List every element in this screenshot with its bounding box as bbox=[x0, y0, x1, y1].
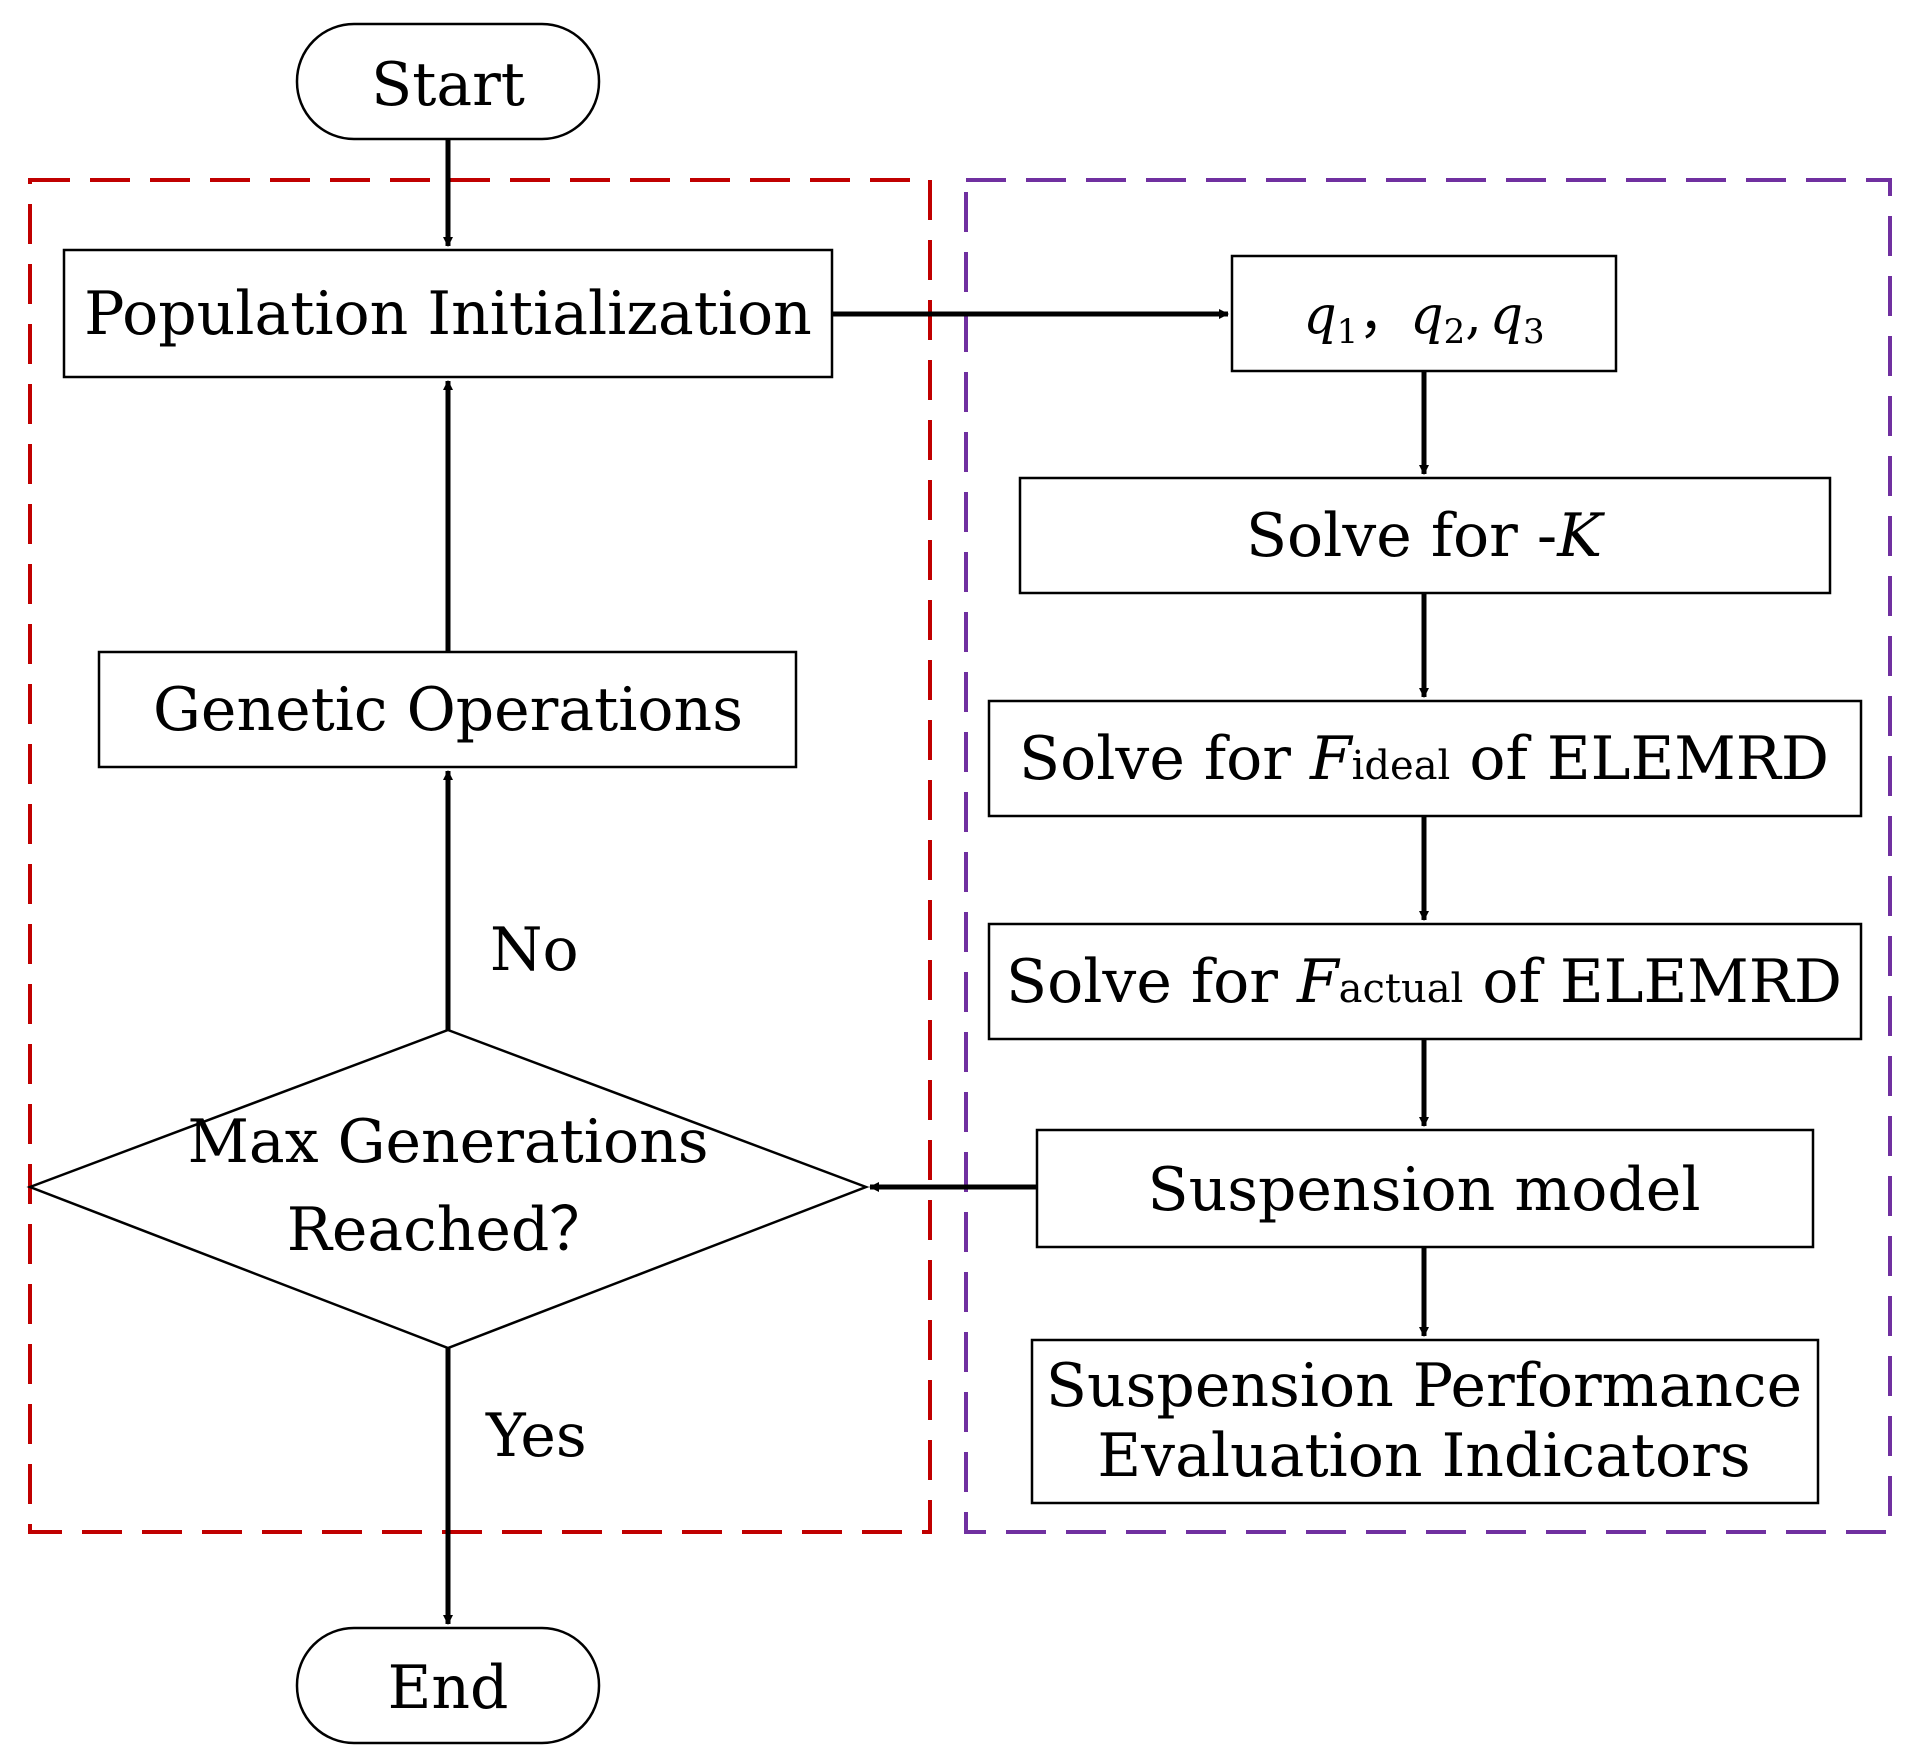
q2-sub: 2 bbox=[1444, 312, 1466, 352]
solve-k-label: Solve for -K bbox=[1246, 501, 1605, 571]
decision-line1: Max Generations bbox=[187, 1107, 708, 1177]
q1-sub: 1 bbox=[1337, 312, 1359, 352]
yes-edge-label: Yes bbox=[485, 1401, 587, 1471]
performance-line1: Suspension Performance bbox=[1046, 1351, 1802, 1421]
q1-var: q bbox=[1303, 286, 1336, 346]
q-variables-box bbox=[1230, 254, 1618, 373]
q-sep1: ， bbox=[1358, 286, 1410, 346]
performance-indicators-box bbox=[1030, 1338, 1820, 1505]
solve-fideal-suffix: of ELEMRD bbox=[1450, 724, 1829, 794]
solve-factual-sub: actual bbox=[1339, 966, 1464, 1012]
suspension-model-box bbox=[1035, 1128, 1815, 1249]
q3-var: q bbox=[1490, 286, 1523, 346]
end-terminal bbox=[295, 1626, 601, 1745]
end-label: End bbox=[388, 1653, 509, 1723]
solve-factual-suffix: of ELEMRD bbox=[1463, 947, 1842, 1017]
solve-fideal-prefix: Solve for bbox=[1019, 724, 1310, 794]
solve-k-box bbox=[1018, 476, 1832, 595]
solve-k-var: K bbox=[1556, 501, 1605, 571]
ga-region bbox=[28, 178, 932, 1534]
solve-factual-box bbox=[987, 922, 1863, 1041]
max-generations-decision bbox=[26, 1028, 870, 1350]
genetic-ops-label: Genetic Operations bbox=[153, 675, 743, 745]
solve-factual-label: Solve for Factual of ELEMRD bbox=[1006, 947, 1842, 1017]
solve-k-prefix: Solve for - bbox=[1246, 501, 1557, 571]
performance-line2: Evaluation Indicators bbox=[1097, 1421, 1750, 1491]
suspension-model-label: Suspension model bbox=[1147, 1155, 1700, 1225]
genetic-ops-box bbox=[97, 650, 798, 769]
model-region bbox=[964, 178, 1892, 1534]
population-init-label: Population Initialization bbox=[84, 279, 812, 349]
solve-factual-prefix: Solve for bbox=[1006, 947, 1297, 1017]
q-sep2: , bbox=[1465, 286, 1482, 346]
q-variables-label: q1，q2,q3 bbox=[1303, 286, 1544, 352]
q2-var: q bbox=[1410, 286, 1443, 346]
solve-fideal-label: Solve for Fideal of ELEMRD bbox=[1019, 724, 1829, 794]
solve-factual-var: F bbox=[1296, 947, 1341, 1017]
population-init-box bbox=[62, 248, 834, 379]
start-label: Start bbox=[371, 50, 525, 120]
no-edge-label: No bbox=[490, 915, 579, 985]
q3-sub: 3 bbox=[1523, 312, 1545, 352]
solve-fideal-var: F bbox=[1309, 724, 1354, 794]
solve-fideal-sub: ideal bbox=[1352, 743, 1451, 789]
decision-line2: Reached？ bbox=[287, 1195, 610, 1265]
solve-fideal-box bbox=[987, 699, 1863, 818]
